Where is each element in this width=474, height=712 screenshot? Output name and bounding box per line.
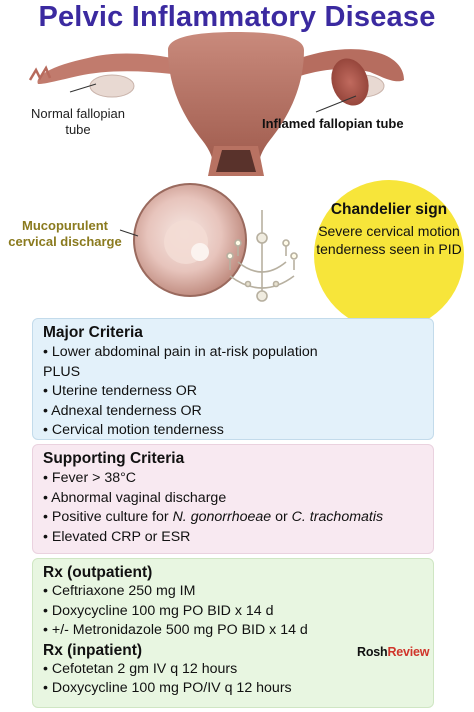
normal-fallopian-tube	[37, 53, 173, 84]
culture-or: or	[271, 509, 292, 526]
list-item: PLUS	[43, 363, 81, 380]
list-item: • Cefotetan 2 gm IV q 12 hours	[43, 661, 238, 678]
roshreview-logo: RoshReview	[357, 644, 430, 660]
normal-tube-label: Normal fallopian tube	[31, 106, 125, 137]
chandelier-sign-title: Chandelier sign	[330, 201, 448, 218]
chandelier-icon	[226, 210, 298, 302]
chandelier-sign-description: Severe cervical motion tenderness seen i…	[316, 223, 462, 257]
major-criteria-box: Major Criteria • Lower abdominal pain in…	[32, 318, 434, 440]
organism-name: N. gonorrhoeae	[172, 509, 272, 526]
list-item: • Ceftriaxone 250 mg IM	[43, 583, 196, 600]
rx-inpatient-heading: Rx (inpatient)	[43, 641, 143, 659]
chandelier-sign-bubble	[314, 180, 464, 330]
list-item: • Doxycycline 100 mg PO/IV q 12 hours	[43, 680, 292, 697]
list-item: • +/- Metronidazole 500 mg PO BID x 14 d	[43, 622, 308, 639]
page-title: Pelvic Inflammatory Disease	[38, 1, 436, 33]
left-ovary	[89, 74, 135, 98]
inflamed-tube-label: Inflamed fallopian tube	[262, 116, 404, 131]
culture-prefix: • Positive culture for	[43, 509, 173, 526]
logo-part-review: Review	[387, 645, 430, 659]
list-item: • Elevated CRP or ESR	[43, 528, 191, 545]
list-item: • Fever > 38°C	[43, 470, 137, 486]
discharge-label: Mucopurulent cervical discharge	[8, 218, 122, 249]
logo-part-rosh: Rosh	[357, 645, 388, 659]
list-item: • Lower abdominal pain in at-risk popula…	[43, 344, 318, 360]
major-criteria-heading: Major Criteria	[43, 324, 143, 341]
rx-outpatient-heading: Rx (outpatient)	[43, 564, 153, 581]
list-item: • Doxycycline 100 mg PO BID x 14 d	[43, 602, 274, 619]
list-item: • Abnormal vaginal discharge	[43, 489, 227, 506]
list-item: • Uterine tenderness OR	[43, 383, 198, 400]
uterus-illustration	[28, 32, 404, 302]
treatment-box: Rx (outpatient) • Ceftriaxone 250 mg IM …	[32, 558, 434, 708]
uterus-body	[168, 32, 304, 170]
list-item: • Cervical motion tenderness	[43, 422, 224, 439]
organism-name: C. trachomatis	[291, 509, 384, 526]
list-item: • Positive culture for N. gonorrhoeae or…	[43, 508, 423, 528]
supporting-criteria-heading: Supporting Criteria	[43, 450, 185, 467]
supporting-criteria-box: Supporting Criteria • Fever > 38°C • Abn…	[32, 444, 434, 554]
list-item: • Adnexal tenderness OR	[43, 402, 202, 419]
